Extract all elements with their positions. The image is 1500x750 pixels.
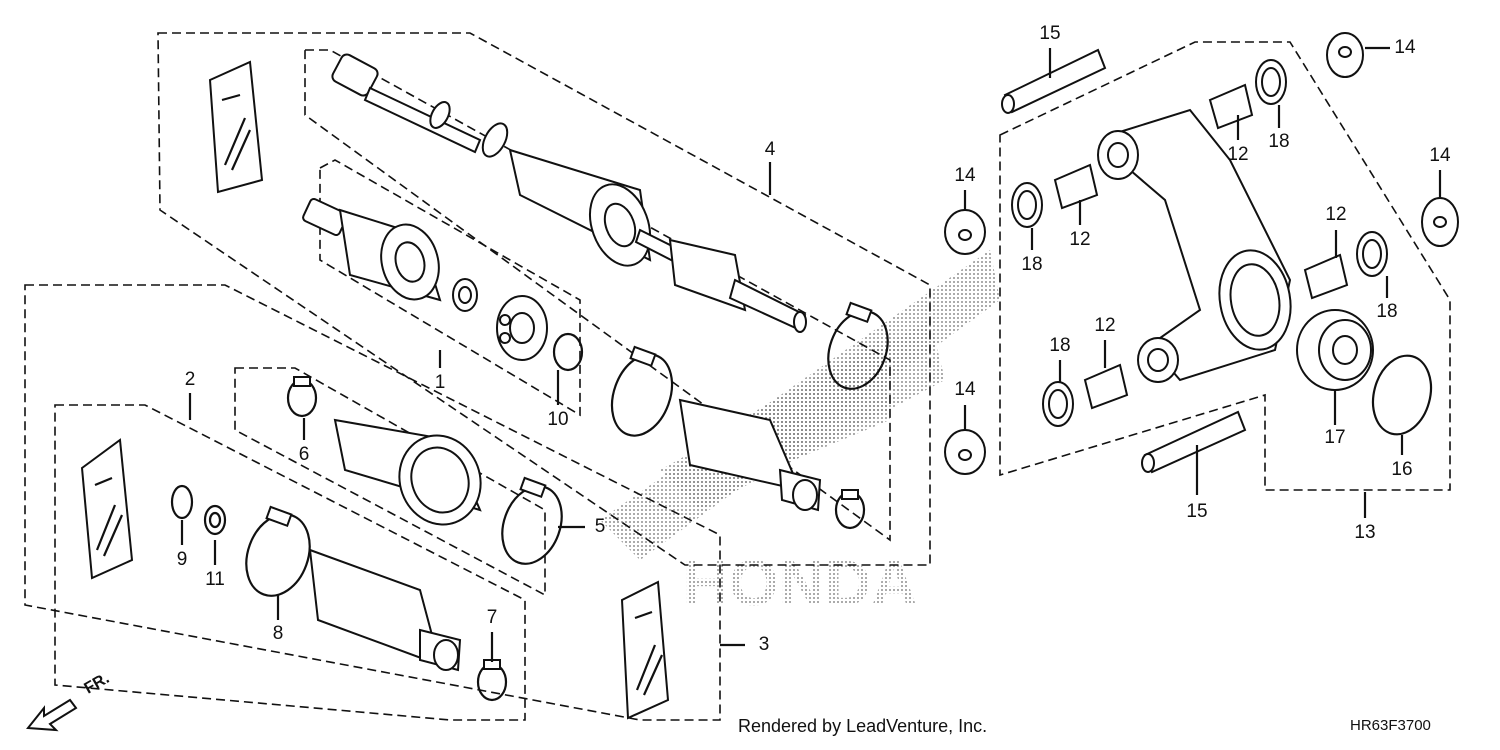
callout-18-a: 18 [1268, 131, 1289, 152]
callout-9: 9 [177, 549, 188, 570]
diagram-code: HR63F3700 [1350, 717, 1431, 734]
callout-12-c: 12 [1325, 204, 1346, 225]
callout-15-b: 15 [1186, 501, 1207, 522]
leader-lines [180, 46, 1442, 662]
callout-4: 4 [765, 139, 776, 160]
boot-large-right [678, 398, 822, 512]
band-clamp-6 [286, 376, 318, 418]
band-clamp-7 [476, 659, 508, 702]
cv-joint-set [302, 197, 584, 372]
callout-2: 2 [185, 369, 196, 390]
boot-bottom [308, 548, 462, 672]
callout-10: 10 [547, 409, 568, 430]
callout-12-d: 12 [1094, 315, 1115, 336]
pivot-pipe-bottom [1141, 410, 1247, 474]
band-clamp-5 [501, 476, 563, 565]
band-clamp-small-right [834, 489, 866, 530]
group-outlines [24, 32, 1451, 721]
snap-ring-9 [170, 484, 194, 520]
drive-shaft-assembly [331, 53, 807, 333]
front-marker-label: FR. [82, 670, 113, 698]
callout-1: 1 [435, 372, 446, 393]
callout-14-d: 14 [954, 379, 976, 400]
grease-packet-top [208, 60, 264, 194]
callout-7: 7 [487, 607, 498, 628]
callout-5: 5 [595, 516, 606, 537]
callout-15-a: 15 [1039, 23, 1060, 44]
callout-14-b: 14 [954, 165, 976, 186]
honda-wing-watermark: HONDA [600, 250, 1000, 619]
grease-packet-bottom [620, 580, 670, 720]
bushings-and-seals [1011, 59, 1388, 427]
callout-11: 11 [205, 569, 225, 590]
render-credit: Rendered by LeadVenture, Inc. [738, 716, 987, 736]
callout-18-c: 18 [1376, 301, 1397, 322]
callout-14-a: 14 [1394, 37, 1416, 58]
band-clamp-center [610, 345, 674, 437]
callout-8: 8 [273, 623, 284, 644]
honda-wordmark: HONDA [683, 547, 918, 619]
callout-18-b: 18 [1021, 254, 1042, 275]
callout-14-c: 14 [1429, 145, 1451, 166]
callout-18-d: 18 [1049, 335, 1070, 356]
front-direction-arrow: FR. [26, 670, 113, 732]
callout-12-b: 12 [1069, 229, 1090, 250]
callout-13: 13 [1354, 522, 1375, 543]
callout-12-a: 12 [1227, 144, 1248, 165]
circlip-16 [1371, 354, 1433, 436]
pivot-pipe-top [1001, 48, 1107, 114]
callout-17: 17 [1324, 427, 1345, 448]
callout-16: 16 [1391, 459, 1412, 480]
bearing-17 [1296, 309, 1374, 391]
band-clamp-upper-right [827, 301, 889, 390]
callout-labels: 1 2 3 4 5 6 7 8 9 10 11 12 12 12 12 13 1… [177, 23, 1451, 655]
knuckle-arm [1097, 108, 1292, 383]
snap-ring-11 [203, 504, 227, 536]
boot-large-left [333, 418, 482, 526]
dust-seals [944, 32, 1459, 475]
grease-packet-left [80, 438, 134, 580]
band-clamp-8 [245, 505, 311, 597]
callout-3: 3 [759, 634, 770, 655]
callout-6: 6 [299, 444, 310, 465]
